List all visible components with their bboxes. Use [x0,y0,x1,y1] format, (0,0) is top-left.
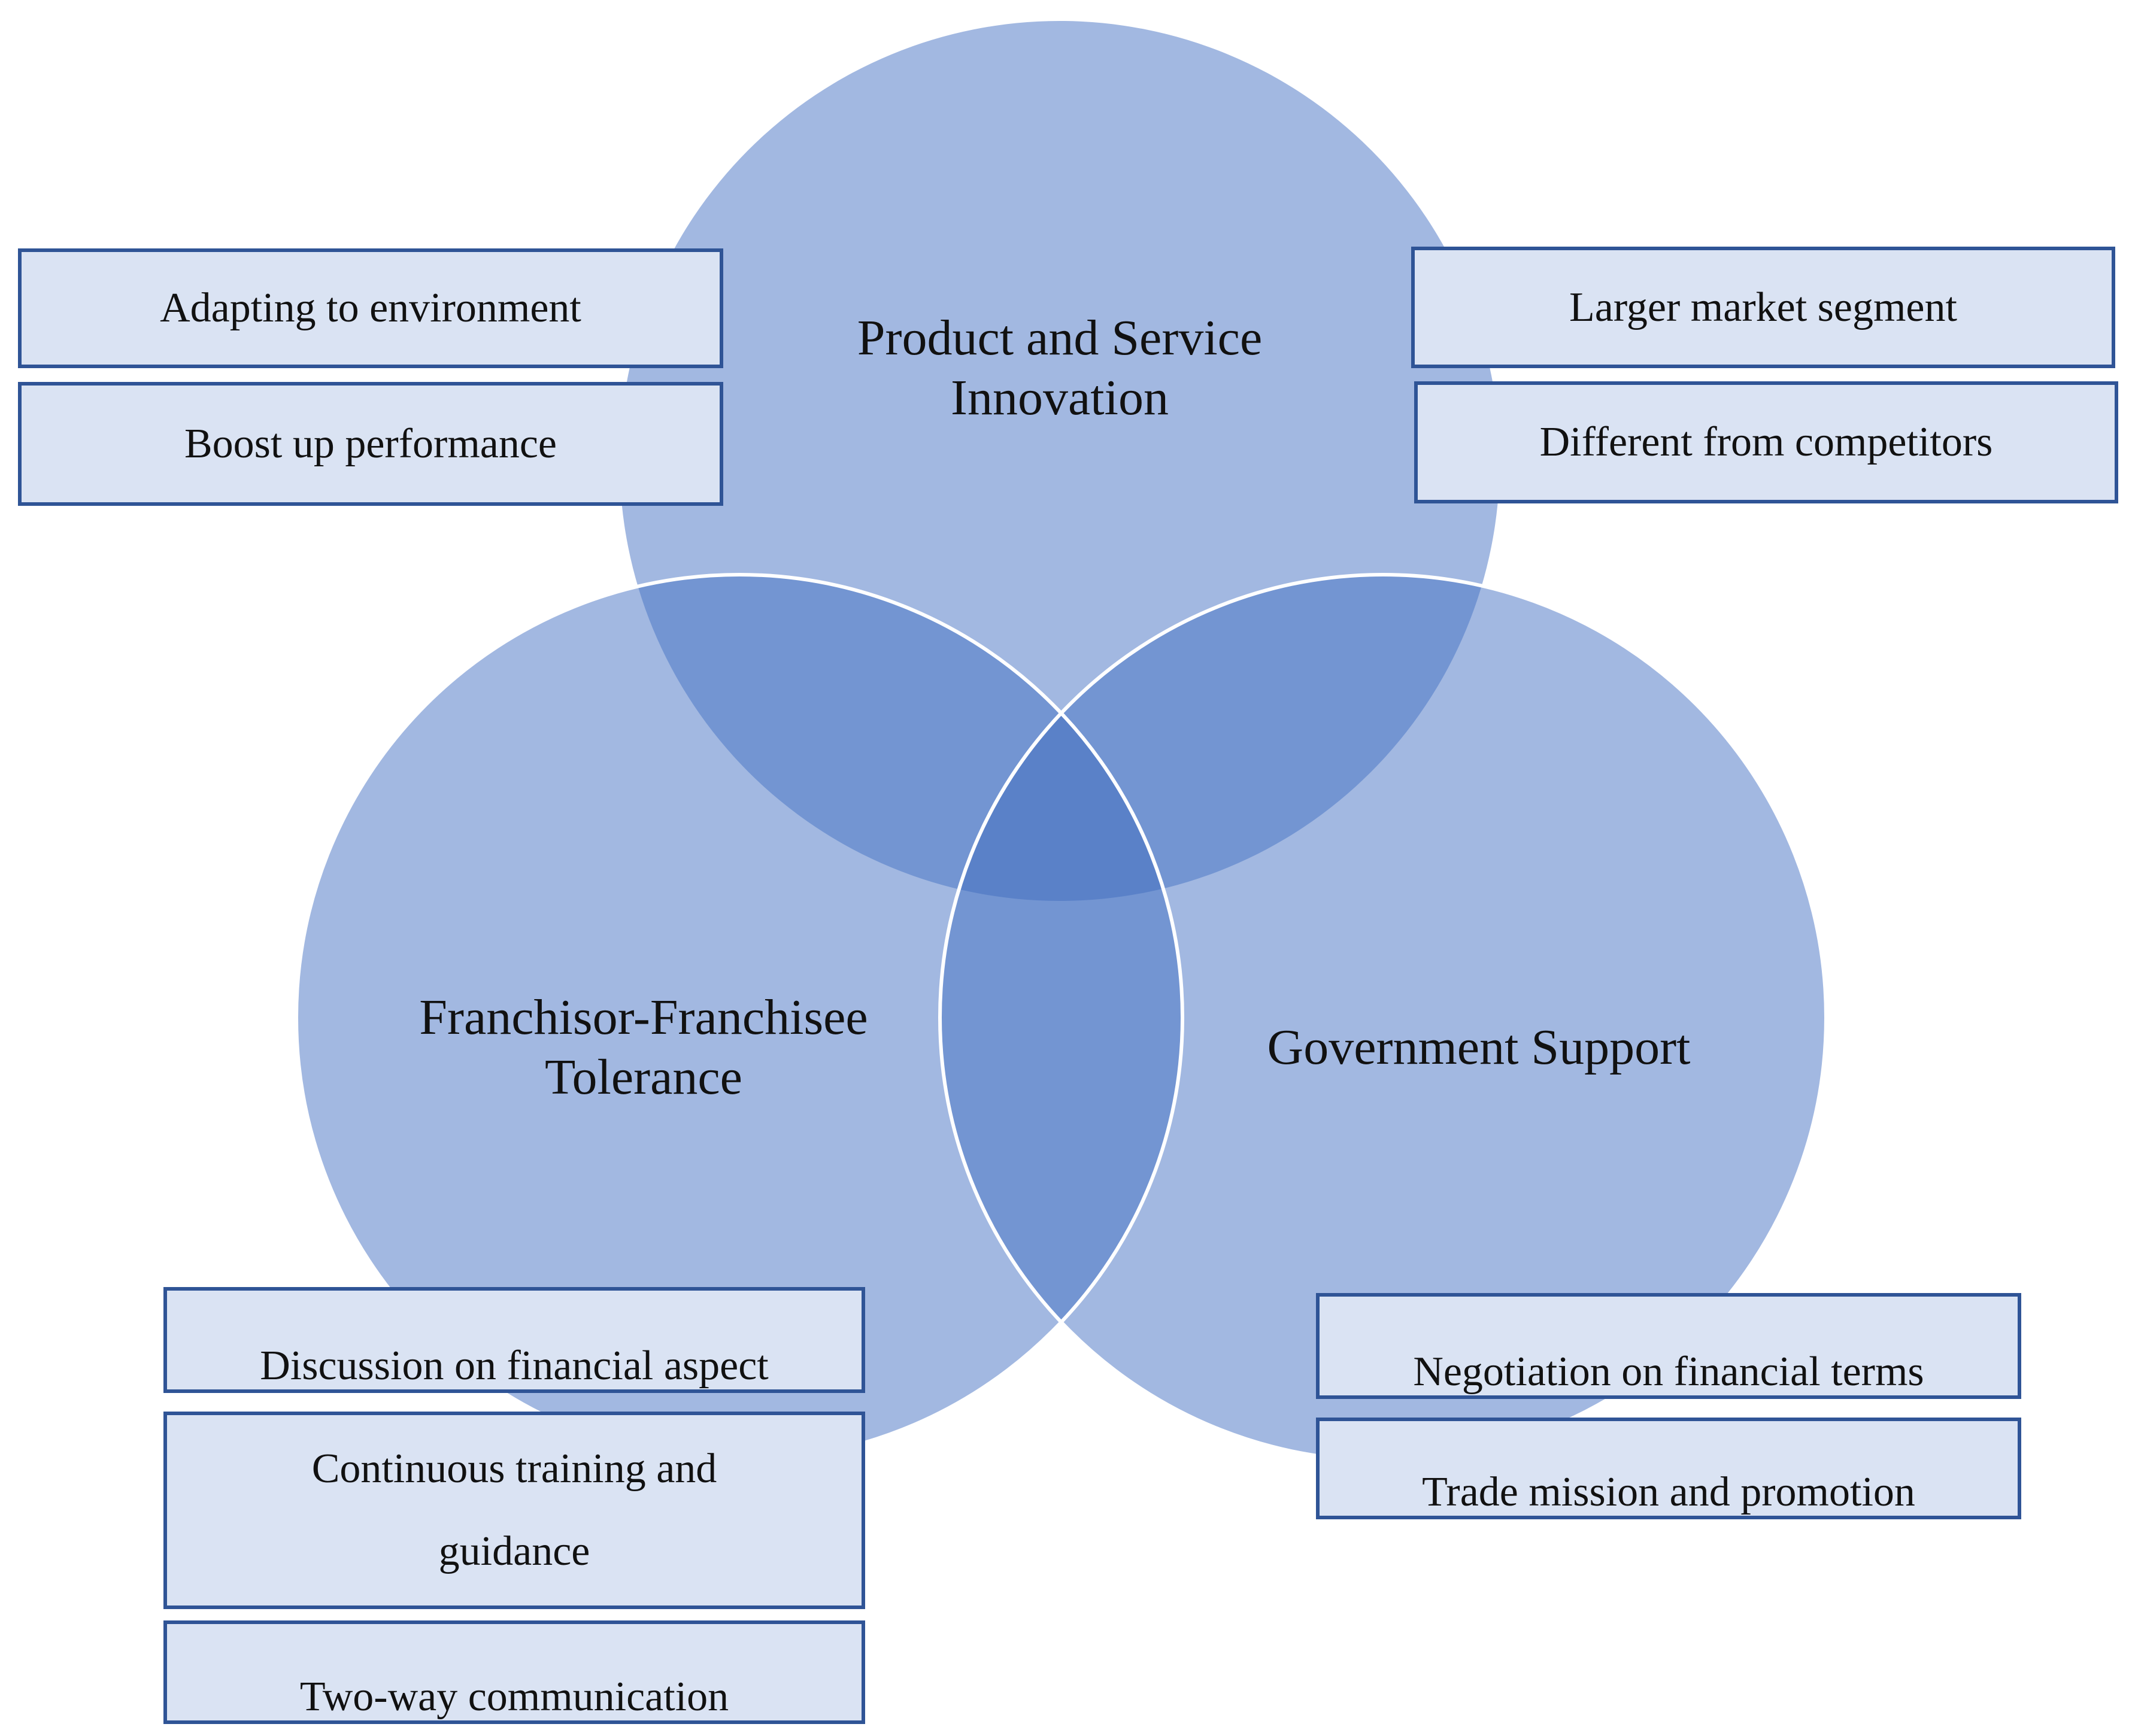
box-boost-up-performance: Boost up performance [18,382,723,506]
circle-title-left: Franchisor-Franchisee Tolerance [419,990,868,1105]
box-label: Negotiation on financial terms [1413,1349,1924,1395]
box-negotiation-on-financial-terms: Negotiation on financial terms [1316,1293,2021,1399]
overlap-top-left [620,575,1182,901]
box-label: Boost up performance [184,420,557,467]
box-label: Larger market segment [1569,284,1957,330]
box-label: Discussion on financial aspect [260,1343,769,1389]
box-different-from-competitors: Different from competitors [1414,381,2118,503]
box-label: Trade mission and promotion [1422,1469,1915,1515]
overlap-top-right [940,575,1500,901]
box-trade-mission-and-promotion: Trade mission and promotion [1316,1418,2021,1519]
box-label: Different from competitors [1539,419,1993,465]
box-adapting-to-environment: Adapting to environment [18,248,723,368]
box-discussion-on-financial-aspect: Discussion on financial aspect [163,1287,865,1393]
box-two-way-communication: Two-way communication [163,1620,865,1724]
box-label: Two-way communication [299,1674,729,1720]
box-larger-market-segment: Larger market segment [1411,247,2115,368]
circle-title-top: Product and Service Innovation [857,310,1263,426]
circle-title-right: Government Support [1267,1019,1691,1075]
box-label: Adapting to environment [160,285,581,331]
box-continuous-training-and-guidance: Continuous training and guidance [163,1412,865,1609]
box-label: Continuous training and guidance [311,1446,717,1574]
